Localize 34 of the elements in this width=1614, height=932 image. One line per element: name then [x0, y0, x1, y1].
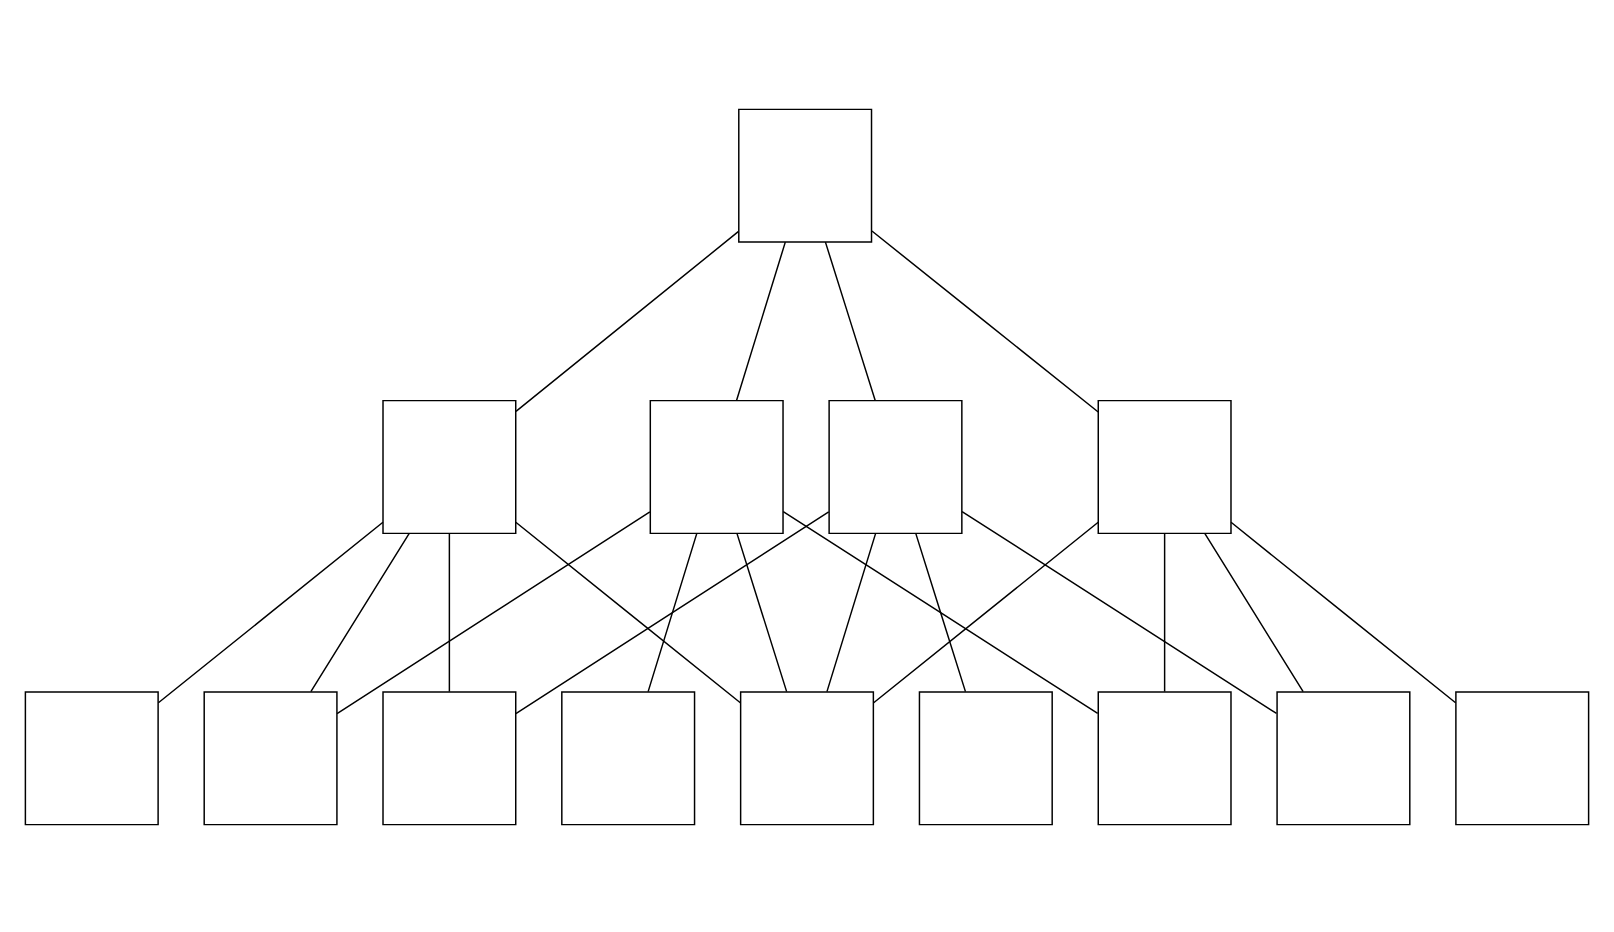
node-box	[1455, 690, 1590, 825]
connector	[1230, 520, 1457, 703]
node-box	[649, 398, 784, 534]
connector	[448, 531, 451, 692]
node-box	[382, 690, 517, 825]
connector	[515, 520, 742, 703]
connector	[961, 509, 1278, 714]
connector	[826, 531, 877, 692]
connector	[736, 531, 788, 692]
node-box	[738, 107, 873, 242]
node-box	[1097, 398, 1232, 534]
node-box	[561, 690, 696, 825]
connector	[872, 520, 1099, 703]
connector	[157, 520, 384, 703]
node-box	[1276, 690, 1411, 825]
node-box	[739, 690, 875, 825]
connector	[1163, 531, 1166, 692]
node-box	[1097, 690, 1232, 825]
connector	[871, 229, 1099, 412]
node-box	[382, 398, 517, 534]
connector	[310, 531, 410, 692]
connector	[647, 531, 698, 692]
node-box	[918, 690, 1053, 825]
node-box	[24, 690, 159, 825]
connector	[735, 240, 787, 401]
connector	[336, 510, 651, 714]
connector	[1204, 531, 1304, 692]
node-box	[203, 690, 338, 825]
connector	[782, 509, 1099, 714]
node-box	[828, 398, 963, 534]
connector	[915, 531, 967, 692]
connector	[824, 240, 876, 401]
connector	[515, 510, 830, 714]
connector	[515, 229, 739, 412]
